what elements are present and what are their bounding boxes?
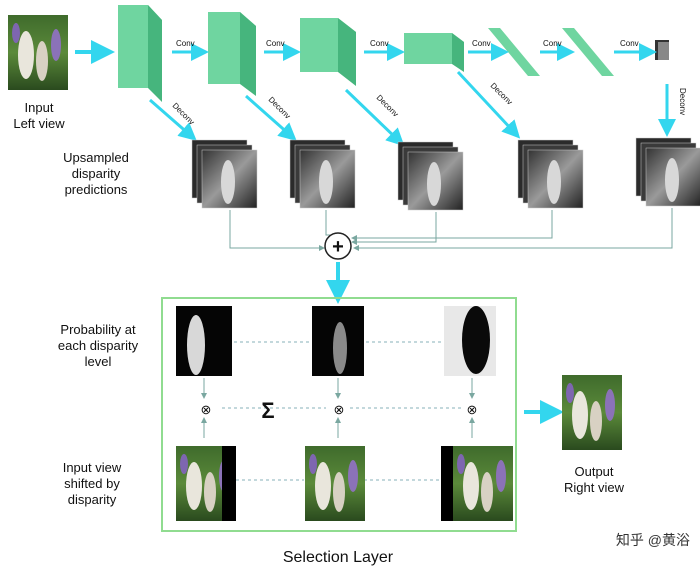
disparity-stack-1 [191,139,258,209]
deconv-arrow-4 [456,70,521,139]
shifted-view-3 [441,446,513,521]
conv-label-4: Conv [472,39,491,48]
selection-frame [161,297,517,532]
conv-label-6: Conv [620,39,639,48]
sum-node [324,232,352,260]
probability-label-3: level [85,354,112,369]
output-label-2: Right view [564,480,625,495]
multiply-connectors [201,378,475,438]
conv-label-5: Conv [543,39,562,48]
probability-map-3 [444,306,496,376]
deconv-label-5: Deconv [678,88,687,115]
multiply-symbol-2: ⊗ [334,402,345,417]
plus-symbol: + [332,236,344,258]
conv-block-5 [488,28,540,76]
upsampled-label-1: Upsampled [63,150,129,165]
multiply-symbol-3: ⊗ [467,402,478,417]
deconv-arrow-2 [245,94,297,141]
multiply-symbol-1: ⊗ [201,402,212,417]
watermark: 知乎 @黄浴 [616,532,690,548]
output-image [562,375,622,450]
shifted-view-1 [176,446,236,521]
output-label-1: Output [574,464,613,479]
probability-dashes [222,341,462,481]
sum-connectors [229,208,673,251]
conv-block-3 [300,18,356,86]
disparity-stack-4 [517,139,584,209]
conv-block-4 [404,33,464,72]
probability-label-1: Probability at [60,322,136,337]
selection-layer-title: Selection Layer [283,549,394,566]
upsampled-label-2: disparity [72,166,121,181]
disparity-stack-5 [635,137,700,207]
upsampled-label-3: predictions [65,182,128,197]
shifted-label-1: Input view [63,460,122,475]
shifted-label-3: disparity [68,492,117,507]
probability-label-2: each disparity [58,338,139,353]
disparity-stack-3 [397,141,464,211]
probability-map-2 [312,306,364,376]
disparity-stack-2 [289,139,356,209]
probability-map-1 [176,306,232,376]
deconv-arrow-1 [149,98,197,141]
shifted-view-2 [305,446,365,521]
conv-block-6 [562,28,614,76]
conv-block-2 [208,12,256,96]
deconv-arrow-3 [344,88,405,147]
conv-label-2: Conv [266,39,285,48]
shifted-label-2: shifted by [64,476,120,491]
input-image [8,15,68,90]
input-label-1: Input [25,100,54,115]
conv-block-7 [655,40,669,60]
deconv-label-3: Deconv [375,93,401,119]
conv-block-1 [118,5,162,102]
conv-label-3: Conv [370,39,389,48]
deconv-label-4: Deconv [489,81,515,107]
input-label-2: Left view [13,116,65,131]
conv-label-1: Conv [176,39,195,48]
sigma-symbol: Σ [261,398,274,423]
